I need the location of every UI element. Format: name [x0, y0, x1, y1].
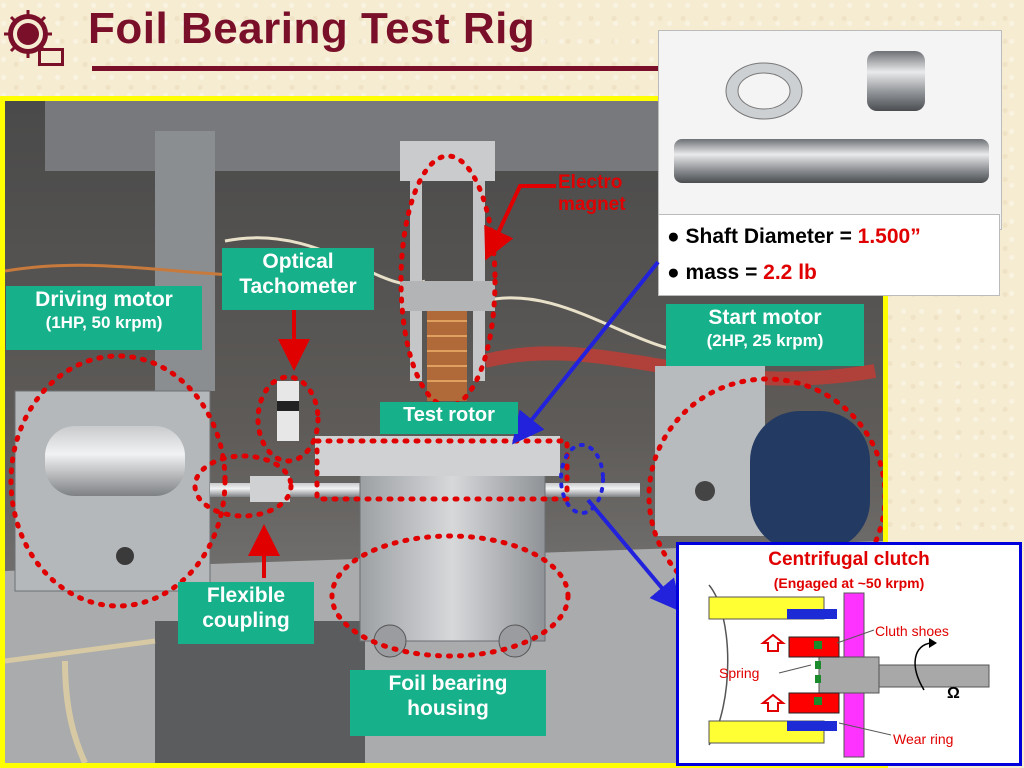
electromagnet-arrow — [484, 184, 556, 261]
flexible-coupling-label: Flexible coupling — [178, 582, 314, 644]
electromagnet-label: Electro magnet — [558, 172, 626, 215]
clutch-arrow — [586, 498, 683, 613]
wear-ring-label: Wear ring — [893, 731, 954, 747]
centrifugal-clutch-diagram: Centrifugal clutch (Engaged at ~50 krpm) — [676, 542, 1022, 766]
test-rotor-label: Test rotor — [380, 402, 518, 434]
foil-bearing-housing-label: Foil bearing housing — [350, 670, 546, 736]
start-motor-title: Start motor — [708, 306, 822, 329]
clutch-shoes-label: Cluth shoes — [875, 623, 949, 639]
page-title: Foil Bearing Test Rig — [88, 4, 536, 53]
shaft-diameter-value: 1.500” — [857, 225, 921, 248]
shaft-mass-value: 2.2 lb — [763, 261, 817, 284]
driving-motor-title: Driving motor — [35, 288, 173, 311]
test-rotor-arrow — [512, 260, 660, 445]
driving-motor-highlight — [8, 353, 228, 609]
clutch-title: Centrifugal clutch — [768, 549, 930, 570]
test-rotor-highlight — [314, 438, 570, 502]
spring-label: Spring — [719, 665, 760, 681]
tamu-logo — [4, 8, 66, 68]
driving-motor-label: Driving motor (1HP, 50 krpm) — [6, 286, 202, 350]
shaft-diameter-line: ● Shaft Diameter = 1.500” — [667, 225, 921, 248]
title-underline — [92, 66, 662, 71]
start-motor-spec: (2HP, 25 krpm) — [706, 330, 824, 350]
coupling-highlight — [192, 453, 294, 519]
shaft-specs: ● Shaft Diameter = 1.500” ● mass = 2.2 l… — [658, 214, 1000, 296]
optical-tachometer-label: Optical Tachometer — [222, 248, 374, 310]
start-motor-label: Start motor (2HP, 25 krpm) — [666, 304, 864, 366]
omega-label: Ω — [947, 685, 960, 702]
clutch-subtitle: (Engaged at ~50 krpm) — [773, 575, 925, 591]
shaft-mass-line: ● mass = 2.2 lb — [667, 261, 817, 284]
shaft-photo — [658, 30, 1002, 230]
driving-motor-spec: (1HP, 50 krpm) — [45, 312, 163, 332]
tachometer-highlight — [255, 374, 321, 464]
clutch-highlight — [559, 443, 605, 515]
housing-highlight — [329, 533, 571, 659]
clutch-schematic — [708, 584, 990, 758]
